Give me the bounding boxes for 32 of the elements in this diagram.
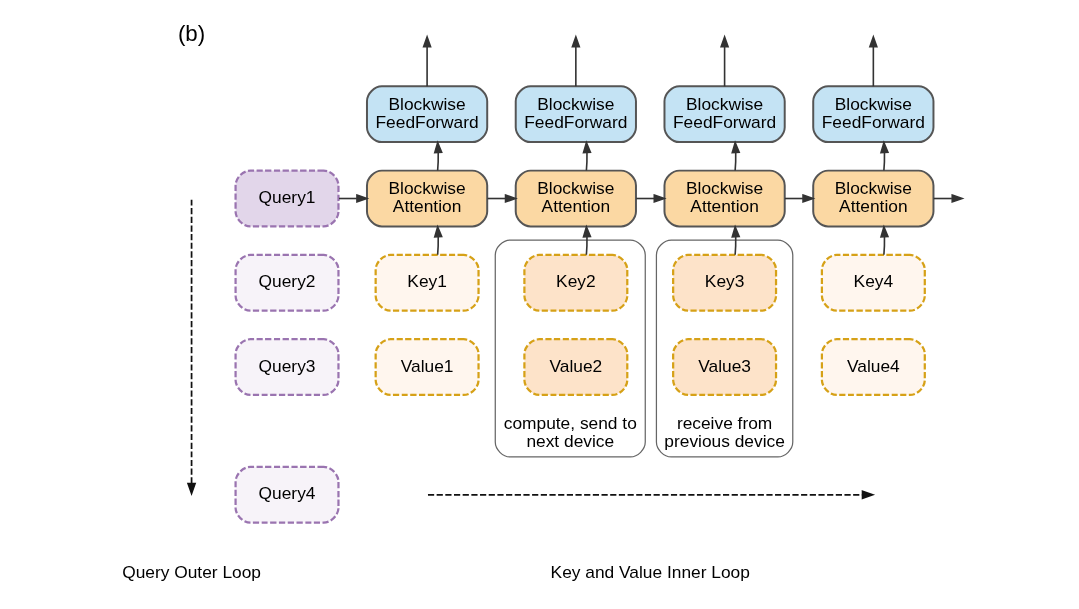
arrow — [433, 140, 443, 172]
arrow — [868, 34, 878, 88]
arrow — [720, 34, 730, 88]
node-box: Query3 — [234, 338, 340, 397]
node-box: Blockwise Attention — [663, 169, 786, 228]
node-box: Key2 — [523, 253, 629, 312]
node-box: Blockwise FeedForward — [366, 85, 489, 144]
node-box: Blockwise Attention — [812, 169, 935, 228]
node-box: Query2 — [234, 253, 340, 312]
label: Key and Value Inner Loop — [550, 562, 750, 583]
arrow — [582, 224, 592, 256]
label: Query Outer Loop — [122, 562, 261, 583]
node-box: Value4 — [820, 338, 926, 397]
label: (b) — [177, 20, 206, 46]
arrow — [582, 140, 592, 172]
node-box: Key4 — [820, 253, 926, 312]
node-box: Query1 — [234, 169, 340, 228]
node-box: Blockwise FeedForward — [514, 85, 637, 144]
node-box: Key1 — [374, 253, 480, 312]
arrow — [422, 34, 432, 88]
node-box: Blockwise Attention — [514, 169, 637, 228]
arrow — [571, 34, 581, 88]
node-box: Value1 — [374, 338, 480, 397]
node-box: Value3 — [672, 338, 778, 397]
node-box: Query4 — [234, 465, 340, 524]
node-box: Blockwise Attention — [366, 169, 489, 228]
arrow — [433, 224, 443, 256]
node-box: Value2 — [523, 338, 629, 397]
node-box: Key3 — [672, 253, 778, 312]
node-box: Blockwise FeedForward — [812, 85, 935, 144]
arrow — [932, 193, 965, 204]
node-box: Blockwise FeedForward — [663, 85, 786, 144]
